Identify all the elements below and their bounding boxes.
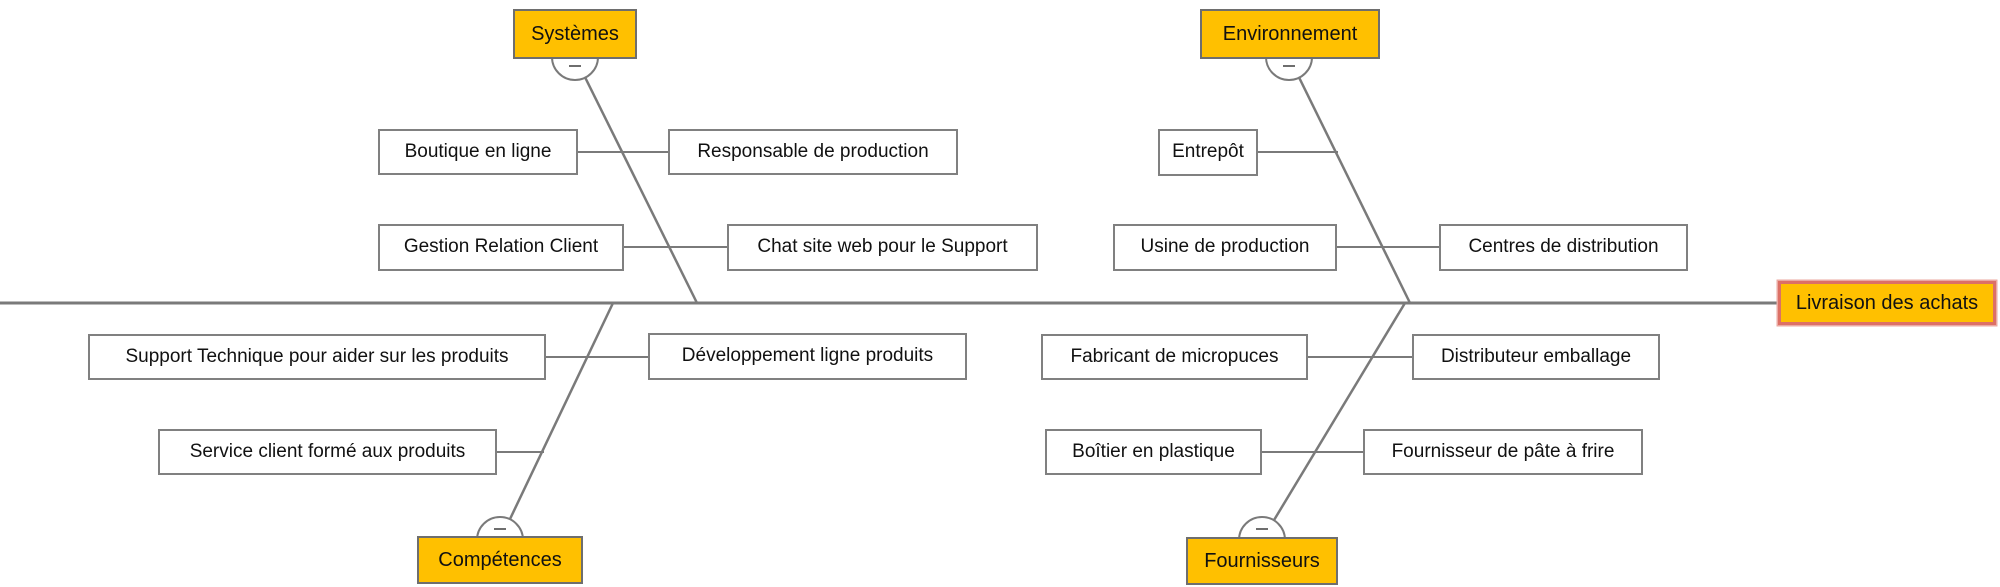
cause-box-distributeur-emballage[interactable]: Distributeur emballage bbox=[1412, 334, 1660, 380]
category-box-environnement[interactable]: Environnement bbox=[1200, 9, 1380, 59]
cause-box-responsable-production[interactable]: Responsable de production bbox=[668, 129, 958, 175]
cause-box-boutique-en-ligne[interactable]: Boutique en ligne bbox=[378, 129, 578, 175]
branch-line-competences bbox=[498, 302, 615, 541]
cause-box-support-technique[interactable]: Support Technique pour aider sur les pro… bbox=[88, 334, 546, 380]
branch-line-environnement bbox=[1287, 56, 1412, 304]
cause-box-entrepot[interactable]: Entrepôt bbox=[1158, 129, 1258, 176]
cause-box-centres-distribution[interactable]: Centres de distribution bbox=[1439, 224, 1688, 271]
branch-line-systemes bbox=[573, 56, 699, 304]
problem-box[interactable]: Livraison des achats bbox=[1778, 281, 1996, 325]
minus-icon bbox=[569, 64, 581, 68]
category-box-competences[interactable]: Compétences bbox=[417, 536, 583, 584]
cause-box-developpement-ligne-produits[interactable]: Développement ligne produits bbox=[648, 333, 967, 380]
branch-line-fournisseurs bbox=[1260, 302, 1407, 541]
cause-box-usine-production[interactable]: Usine de production bbox=[1113, 224, 1337, 271]
cause-box-boitier-plastique[interactable]: Boîtier en plastique bbox=[1045, 429, 1262, 475]
cause-box-service-client-forme[interactable]: Service client formé aux produits bbox=[158, 429, 497, 475]
category-box-systemes[interactable]: Systèmes bbox=[513, 9, 637, 59]
cause-box-fabricant-micropuces[interactable]: Fabricant de micropuces bbox=[1041, 334, 1308, 380]
minus-icon bbox=[1283, 64, 1295, 68]
cause-box-gestion-relation-client[interactable]: Gestion Relation Client bbox=[378, 224, 624, 271]
category-box-fournisseurs[interactable]: Fournisseurs bbox=[1186, 537, 1338, 585]
cause-box-chat-site-web[interactable]: Chat site web pour le Support bbox=[727, 224, 1038, 271]
minus-icon bbox=[1256, 527, 1268, 531]
cause-box-fournisseur-pate-a-frire[interactable]: Fournisseur de pâte à frire bbox=[1363, 429, 1643, 475]
minus-icon bbox=[494, 527, 506, 531]
